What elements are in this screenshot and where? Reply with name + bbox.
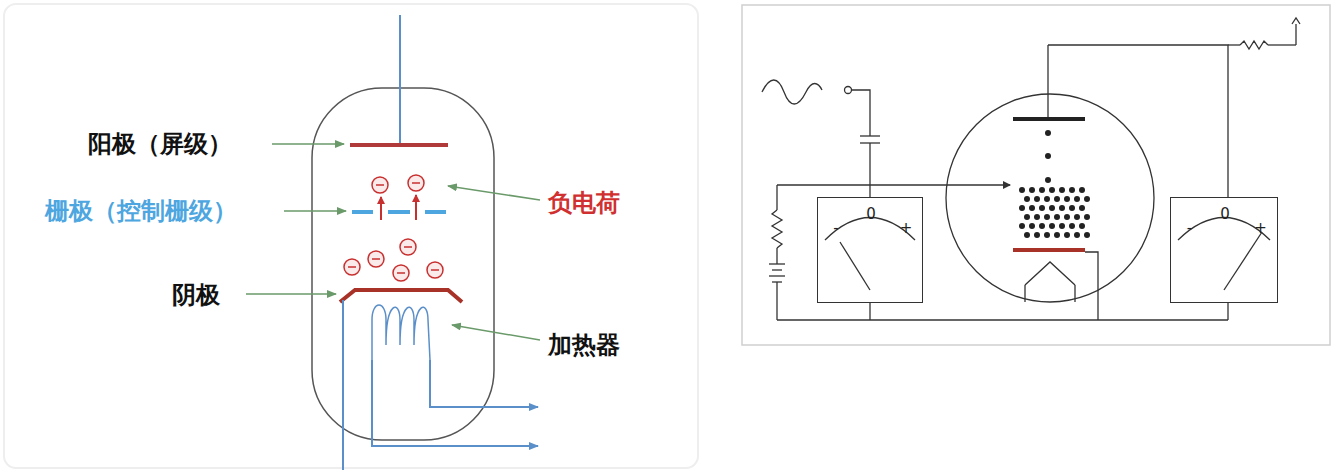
electron-dot (1034, 214, 1040, 220)
electron-dot (1049, 223, 1055, 229)
electron-dot (1024, 232, 1030, 238)
electron-dot (1054, 214, 1060, 220)
electron-dot (1084, 196, 1090, 202)
electron-dot (1034, 232, 1040, 238)
electron-dot (1029, 223, 1035, 229)
electron-dot (1054, 232, 1060, 238)
electron-dot (1079, 187, 1085, 193)
meter-scale-mark: 0 (1220, 207, 1230, 222)
meter-scale-mark: - (833, 221, 838, 236)
electron-dot (1019, 223, 1025, 229)
electron-dot (1084, 214, 1090, 220)
electron-dot (1074, 196, 1080, 202)
electron-dot (1044, 214, 1050, 220)
electron-dot (1019, 205, 1025, 211)
cathode-label: 阴极 (172, 283, 220, 307)
charge-label: 负电荷 (548, 191, 620, 215)
anode-label: 阳极（屏级） (88, 132, 232, 156)
electron-dot (1039, 223, 1045, 229)
meter-box: - 0 + (817, 197, 923, 303)
grid-label: 栅极（控制栅级） (45, 199, 237, 223)
electron-dot (1074, 214, 1080, 220)
electron-dot (1019, 187, 1025, 193)
electron-dot (1029, 187, 1035, 193)
electron-dot (1054, 196, 1060, 202)
electron-dot (1024, 196, 1030, 202)
electron-dot (1079, 223, 1085, 229)
electron-dot (1069, 187, 1075, 193)
electron-dot (1069, 205, 1075, 211)
meter-box: - 0 + (1170, 197, 1278, 303)
electron-dot (1049, 205, 1055, 211)
electron-dot (1024, 214, 1030, 220)
meter-scale-mark: + (900, 221, 913, 236)
electron-dot (1044, 196, 1050, 202)
heater-label: 加热器 (548, 333, 620, 357)
electron-dot (1064, 196, 1070, 202)
electron-dot (1079, 205, 1085, 211)
electron-dot (1029, 205, 1035, 211)
meter-scale-mark: + (1254, 221, 1267, 236)
electron-dot (1034, 196, 1040, 202)
electron-dot (1049, 187, 1055, 193)
meter-scale-mark: 0 (866, 207, 876, 222)
electron-dot (1074, 232, 1080, 238)
electron-dot (1069, 223, 1075, 229)
meter-scale-mark: - (1187, 221, 1192, 236)
electron-dot (1064, 232, 1070, 238)
electron-dot (1059, 223, 1065, 229)
electron-dot (1084, 232, 1090, 238)
electron-dot (1059, 205, 1065, 211)
electron-dot (1039, 205, 1045, 211)
electron-dot (1039, 187, 1045, 193)
electron-dot (1064, 214, 1070, 220)
electron-dot (1044, 232, 1050, 238)
electron-dot (1059, 187, 1065, 193)
